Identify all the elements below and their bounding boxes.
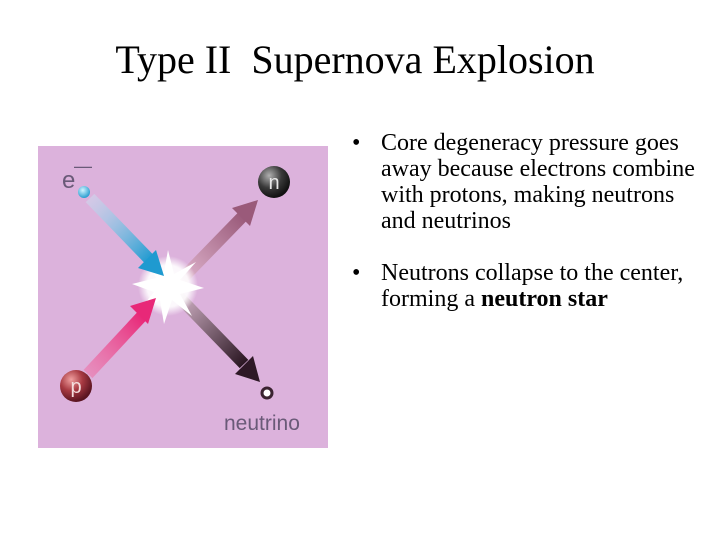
- electron-label: e: [62, 167, 75, 194]
- bullet-marker: •: [352, 260, 361, 286]
- proton-arrow: [83, 298, 156, 379]
- electron-icon: [78, 186, 90, 198]
- slide-title: Type II Supernova Explosion: [115, 37, 595, 82]
- bullet-text: Core degeneracy pressure goes away becau…: [381, 130, 695, 234]
- neutrino-particle-icon: [260, 386, 274, 400]
- proton-particle-icon: p: [60, 370, 92, 402]
- neutrino-label: neutrino: [224, 412, 300, 435]
- electron-arrow: [85, 193, 164, 276]
- beta-capture-diagram: n p e — neutrino: [38, 146, 328, 448]
- bullet-text: Neutrons collapse to the center, forming…: [381, 260, 684, 312]
- bullet-list: • Core degeneracy pressure goes away bec…: [352, 130, 702, 338]
- neutron-label: n: [268, 172, 279, 194]
- bullet-item-neutron-star: • Neutrons collapse to the center, formi…: [352, 260, 702, 312]
- bullet-marker: •: [352, 130, 361, 156]
- neutron-particle-icon: n: [258, 166, 290, 198]
- bullet-emphasis: neutron star: [480, 286, 608, 312]
- electron-charge-label: —: [74, 156, 92, 176]
- bullet-item-degeneracy: • Core degeneracy pressure goes away bec…: [352, 130, 702, 234]
- proton-label: p: [70, 376, 81, 398]
